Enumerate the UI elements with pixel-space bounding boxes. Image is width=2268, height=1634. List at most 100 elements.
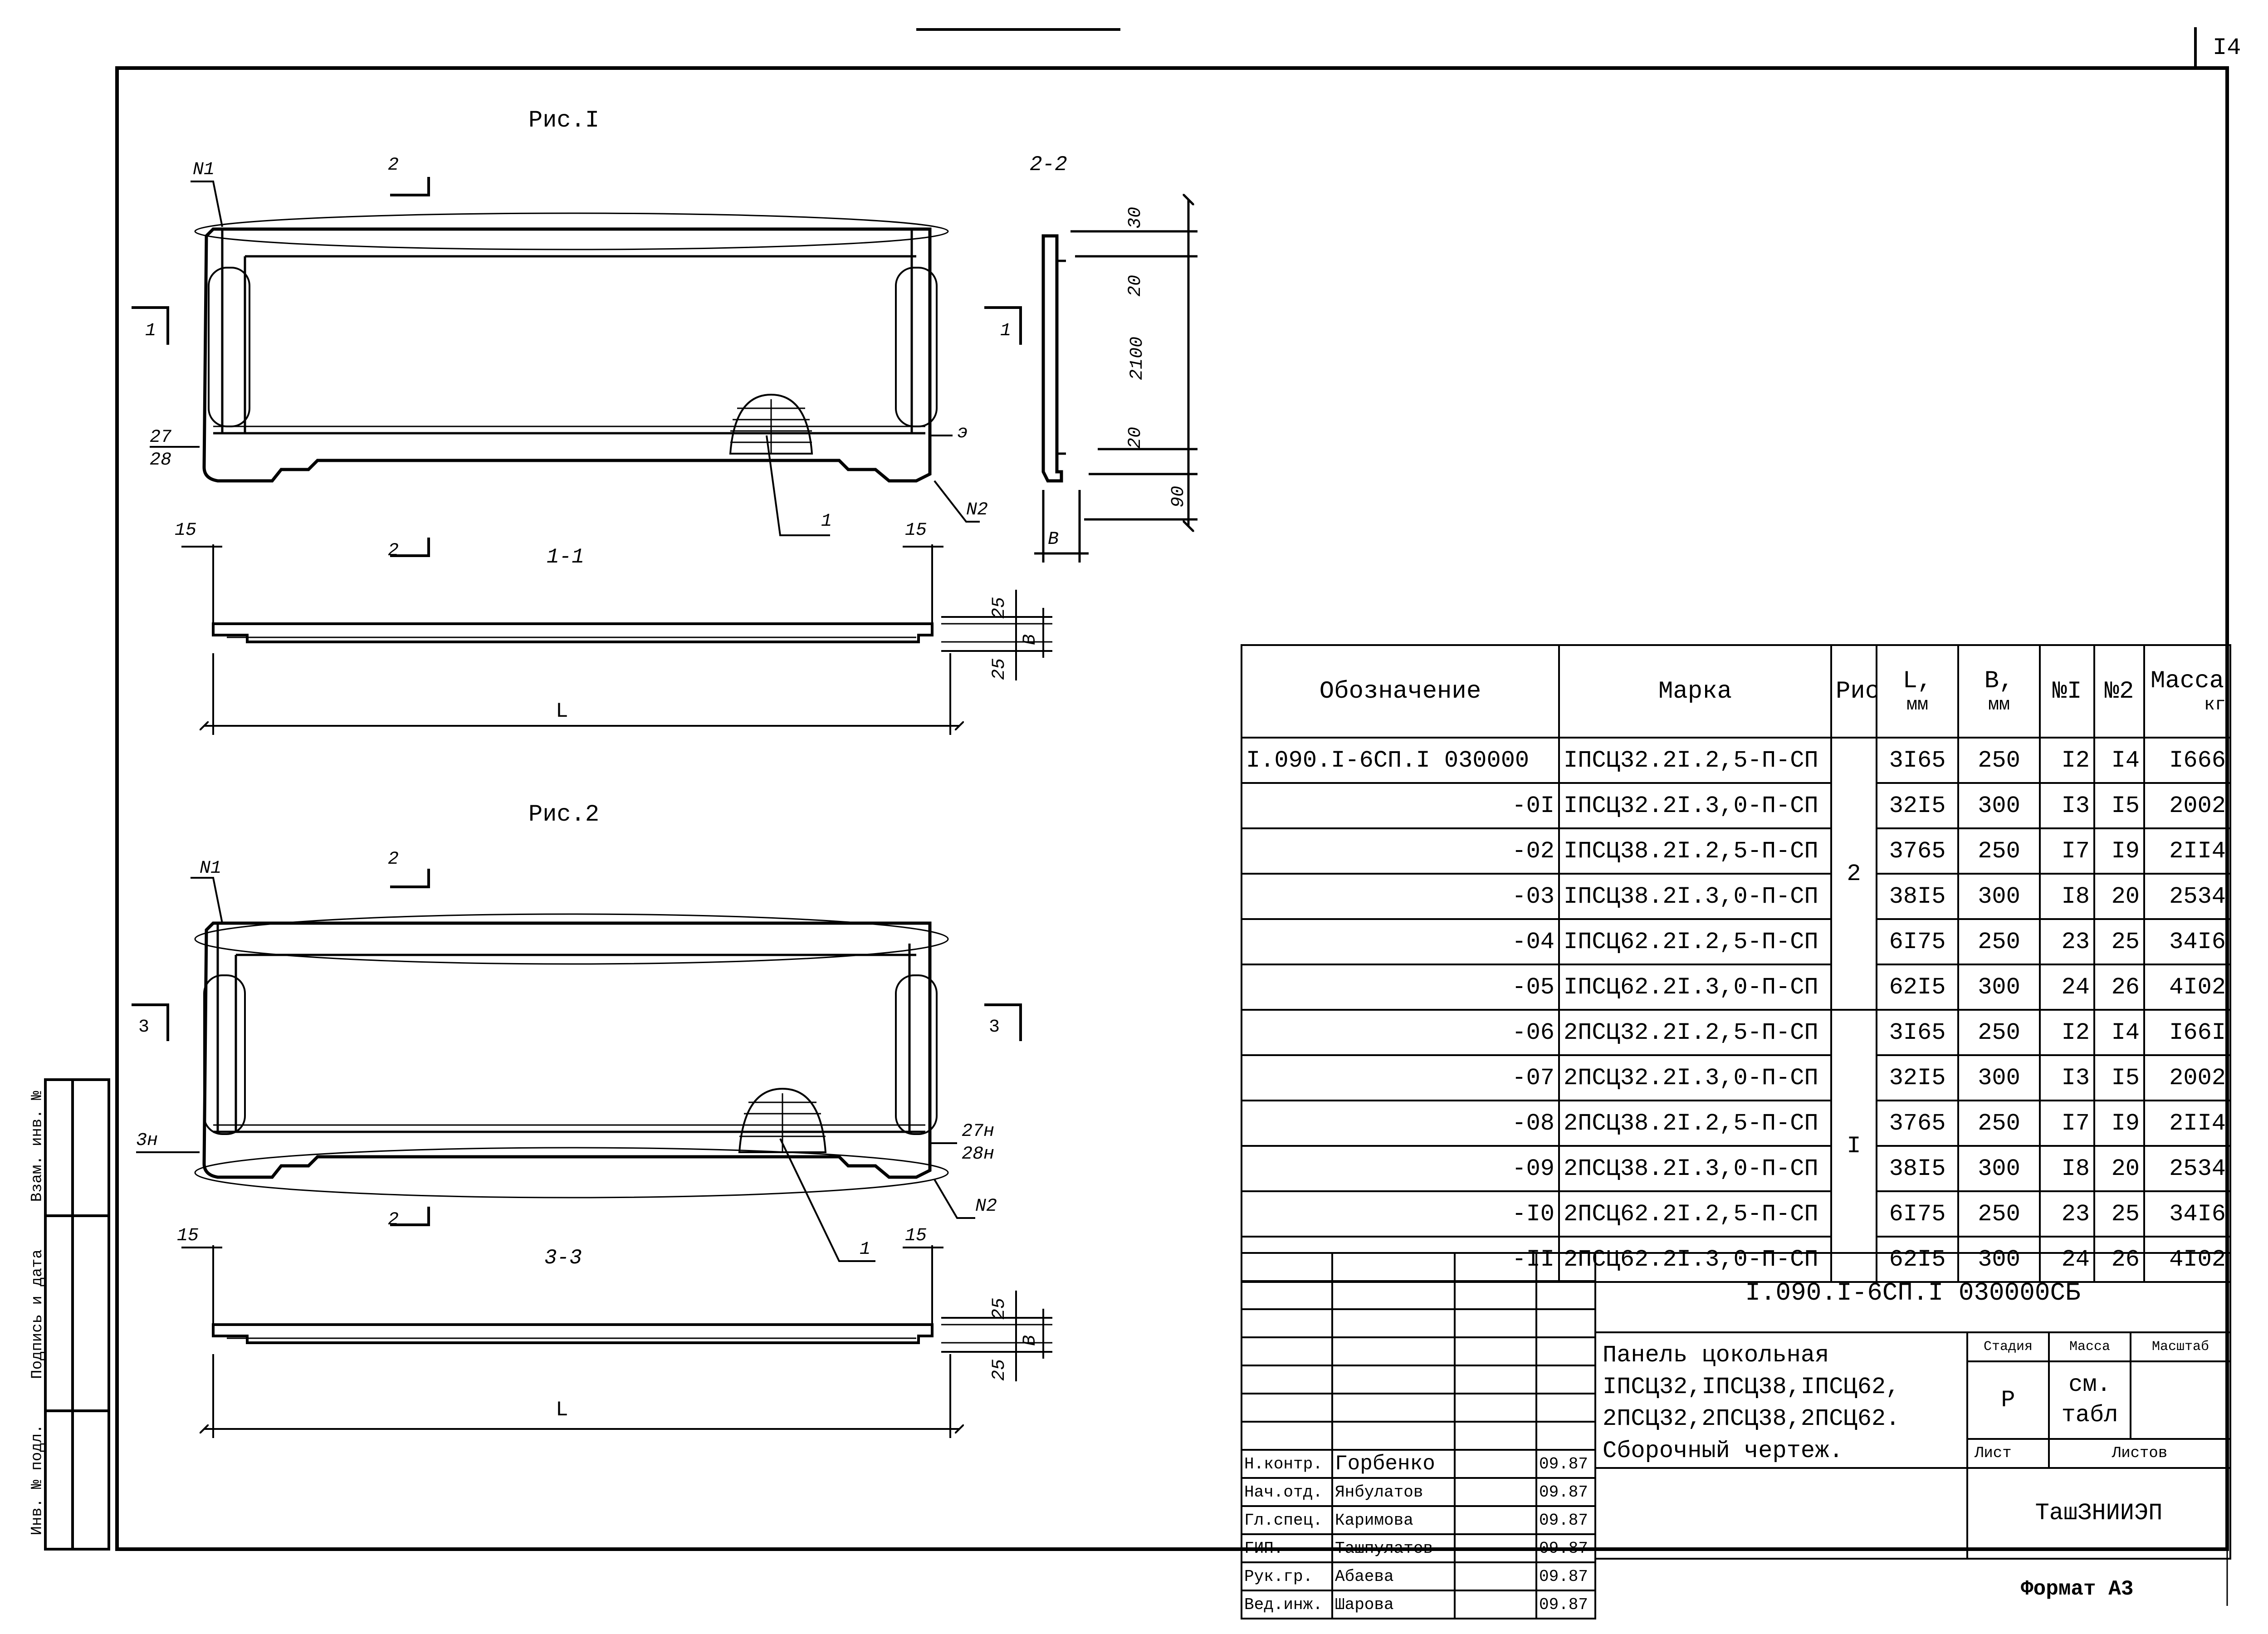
- dim-20-top: 20: [1125, 274, 1146, 297]
- stage-value: Р: [1966, 1360, 2050, 1440]
- fig1-section-1-1-label: 1-1: [547, 545, 584, 569]
- signature-image: [1454, 1477, 1537, 1507]
- side-stamp-sign-date: Подпись и дата: [29, 1249, 46, 1379]
- fig2-mark-n2: N2: [975, 1196, 997, 1217]
- table-row: I.090.I-6СП.I 030000 IПСЦ32.2I.2,5-П-СП …: [1241, 737, 2231, 1011]
- side-stamp-inv-orig: Инв. № подл.: [29, 1424, 46, 1536]
- doc-code: I.090.I-6СП.I 030000СБ: [1594, 1252, 2232, 1333]
- col-n1: №I: [2039, 644, 2095, 739]
- sheets-label: Листов: [2048, 1438, 2232, 1469]
- stage-label: Стадия: [1966, 1331, 2050, 1363]
- scale-value: [2129, 1360, 2232, 1440]
- dim-20-bottom: 20: [1125, 426, 1146, 449]
- fig1-title: Рис.I: [528, 107, 600, 134]
- fig1-cut-2-bottom: 2: [388, 541, 399, 561]
- scale-label: Масштаб: [2129, 1331, 2232, 1363]
- fig1-mark-n2: N2: [966, 500, 988, 520]
- fig1-panel-elevation: [194, 212, 949, 483]
- fig1-section-2-2: [1034, 200, 1198, 563]
- signature-image: [1454, 1590, 1537, 1619]
- fig2-title: Рис.2: [528, 801, 600, 828]
- organization: ТашЗНИИЭП: [1966, 1467, 2232, 1560]
- spec-header-row: Обозначение Марка Рис. L,мм В,мм №I №2 М…: [1241, 644, 2231, 739]
- fig1-cut-1-right: 1: [1000, 321, 1012, 341]
- dim-25-bottom-1-1: 25: [989, 658, 1010, 680]
- fig2-dim-15-left: 15: [177, 1226, 199, 1246]
- dim-30: 30: [1125, 206, 1146, 229]
- fig2-cut-2-bottom: 2: [388, 1210, 399, 1230]
- fig1-mark-e: э: [957, 423, 968, 443]
- fig1-mark-1: 1: [821, 511, 832, 532]
- dim-25-top-3-3: 25: [989, 1297, 1010, 1320]
- fig2-leaders: [132, 869, 1022, 1262]
- dim-25-top-1-1: 25: [989, 597, 1010, 619]
- col-L: L,мм: [1876, 644, 1959, 739]
- fig2-mark-27n: 27н: [962, 1121, 995, 1142]
- specification-table: Обозначение Марка Рис. L,мм В,мм №I №2 М…: [1241, 644, 2231, 1283]
- fig1-dim-L: L: [556, 700, 568, 723]
- signature-image: [1454, 1561, 1537, 1591]
- col-designation: Обозначение: [1241, 644, 1560, 739]
- signature-image: [1454, 1505, 1537, 1535]
- fig2-section-3-3-label: 3-3: [544, 1246, 582, 1270]
- fig2-dim-15-right: 15: [905, 1226, 927, 1246]
- col-mark: Марка: [1558, 644, 1832, 739]
- fig1-dim-15-right: 15: [905, 520, 927, 541]
- fig2-section-3-3: [181, 1245, 1052, 1438]
- side-stamp: [44, 1078, 110, 1551]
- fig1-cut-1-left: 1: [145, 321, 156, 341]
- signature-image: [1454, 1449, 1537, 1479]
- fig2-cut-3-left: 3: [138, 1017, 150, 1037]
- dim-b-1-1: В: [1020, 634, 1041, 646]
- fig1-dim-15-left: 15: [175, 520, 197, 541]
- format-label: Формат А3: [2021, 1577, 2134, 1601]
- dim-25-bottom-3-3: 25: [989, 1359, 1010, 1381]
- fig1-section-1-1: [181, 544, 1052, 735]
- fig1-cut-2-top: 2: [388, 155, 399, 176]
- side-stamp-inv-replace: Взам. инв. №: [29, 1091, 46, 1202]
- fig2-cut-2-top: 2: [388, 849, 399, 870]
- fig1-section-2-2-label: 2-2: [1030, 153, 1067, 176]
- fig-group-a: 2: [1830, 737, 1877, 1011]
- fig1-mark-n1: N1: [193, 160, 215, 180]
- fig2-mark-28n: 28н: [962, 1144, 995, 1164]
- mass-value: см.табл: [2048, 1360, 2131, 1440]
- dim-90: 90: [1168, 485, 1189, 508]
- fig-group-b: I: [1830, 1009, 1877, 1283]
- mass-label: Масса: [2048, 1331, 2131, 1363]
- sheet-number: I4: [2213, 34, 2241, 61]
- fig1-leaders: [132, 177, 1022, 557]
- fig2-mark-1: 1: [860, 1239, 871, 1260]
- fig2-dim-L: L: [556, 1398, 568, 1422]
- col-fig: Рис.: [1830, 644, 1877, 739]
- sheet-label: Лист: [1966, 1438, 2050, 1469]
- fig2-mark-3n: 3н: [136, 1130, 158, 1151]
- fig2-mark-n1: N1: [200, 858, 222, 879]
- dim-2100: 2100: [1127, 336, 1148, 381]
- fig2-panel-elevation: [194, 913, 949, 1199]
- signature-image: [1454, 1533, 1537, 1563]
- fig1-mark-28: 28: [150, 450, 172, 470]
- fig2-cut-3-right: 3: [989, 1017, 1000, 1037]
- col-B: В,мм: [1957, 644, 2041, 739]
